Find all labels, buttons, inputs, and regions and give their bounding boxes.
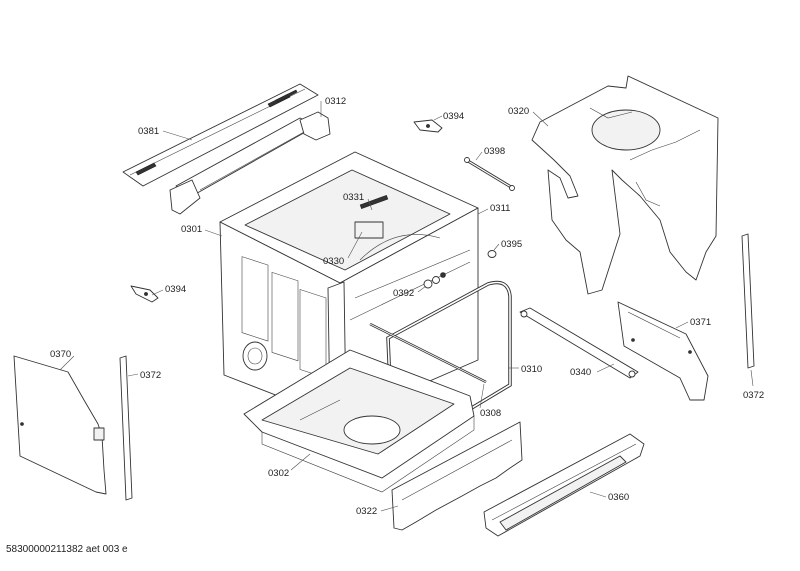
part-0322-front-panel xyxy=(391,421,523,531)
callout-labels: 0381 0312 0394 0398 0320 0331 0301 0311 … xyxy=(50,96,764,517)
leader-lines xyxy=(59,101,754,512)
part-0302-base-tray xyxy=(243,349,475,493)
label-0312: 0312 xyxy=(325,96,346,107)
part-0381-mounting-rail xyxy=(122,83,319,187)
label-0372-right: 0372 xyxy=(743,390,764,401)
label-0372-left: 0372 xyxy=(140,370,161,381)
part-0360-toe-kick xyxy=(483,433,645,537)
label-0311: 0311 xyxy=(490,203,510,214)
part-0312-bracket xyxy=(169,111,331,215)
label-0331: 0331 xyxy=(343,192,364,203)
label-0398: 0398 xyxy=(484,146,505,157)
part-0371-side-bracket xyxy=(617,301,709,401)
label-0370: 0370 xyxy=(50,349,71,360)
label-0308: 0308 xyxy=(480,408,501,419)
part-0392-nozzle-set xyxy=(423,272,446,289)
label-0320: 0320 xyxy=(508,106,529,117)
label-0322: 0322 xyxy=(356,506,377,517)
label-0394-left: 0394 xyxy=(165,284,186,295)
label-0340: 0340 xyxy=(570,367,591,378)
label-0394-top: 0394 xyxy=(443,111,464,122)
label-0360: 0360 xyxy=(608,492,629,503)
label-0302: 0302 xyxy=(268,468,289,479)
label-0381: 0381 xyxy=(138,126,159,137)
drawing-id: 58300000211382 aet 003 e xyxy=(6,544,128,555)
part-0395-plug xyxy=(487,250,497,258)
part-0372-strip-left xyxy=(119,355,133,501)
label-0371: 0371 xyxy=(690,317,711,328)
part-0308-cross-rod xyxy=(369,322,487,384)
part-0372-strip-right xyxy=(741,233,755,369)
part-0398-link-rod xyxy=(464,157,515,191)
part-0394-clip-left xyxy=(130,285,159,303)
part-0370-side-panel xyxy=(13,355,107,495)
part-0320-insulation-cover xyxy=(531,75,719,295)
part-0340-support-rail xyxy=(519,307,639,379)
label-0301: 0301 xyxy=(181,224,202,235)
label-0310: 0310 xyxy=(521,364,542,375)
label-0392: 0392 xyxy=(393,288,414,299)
label-0330: 0330 xyxy=(323,256,344,267)
label-0395: 0395 xyxy=(501,239,522,250)
part-0394-clip-top xyxy=(413,119,443,133)
